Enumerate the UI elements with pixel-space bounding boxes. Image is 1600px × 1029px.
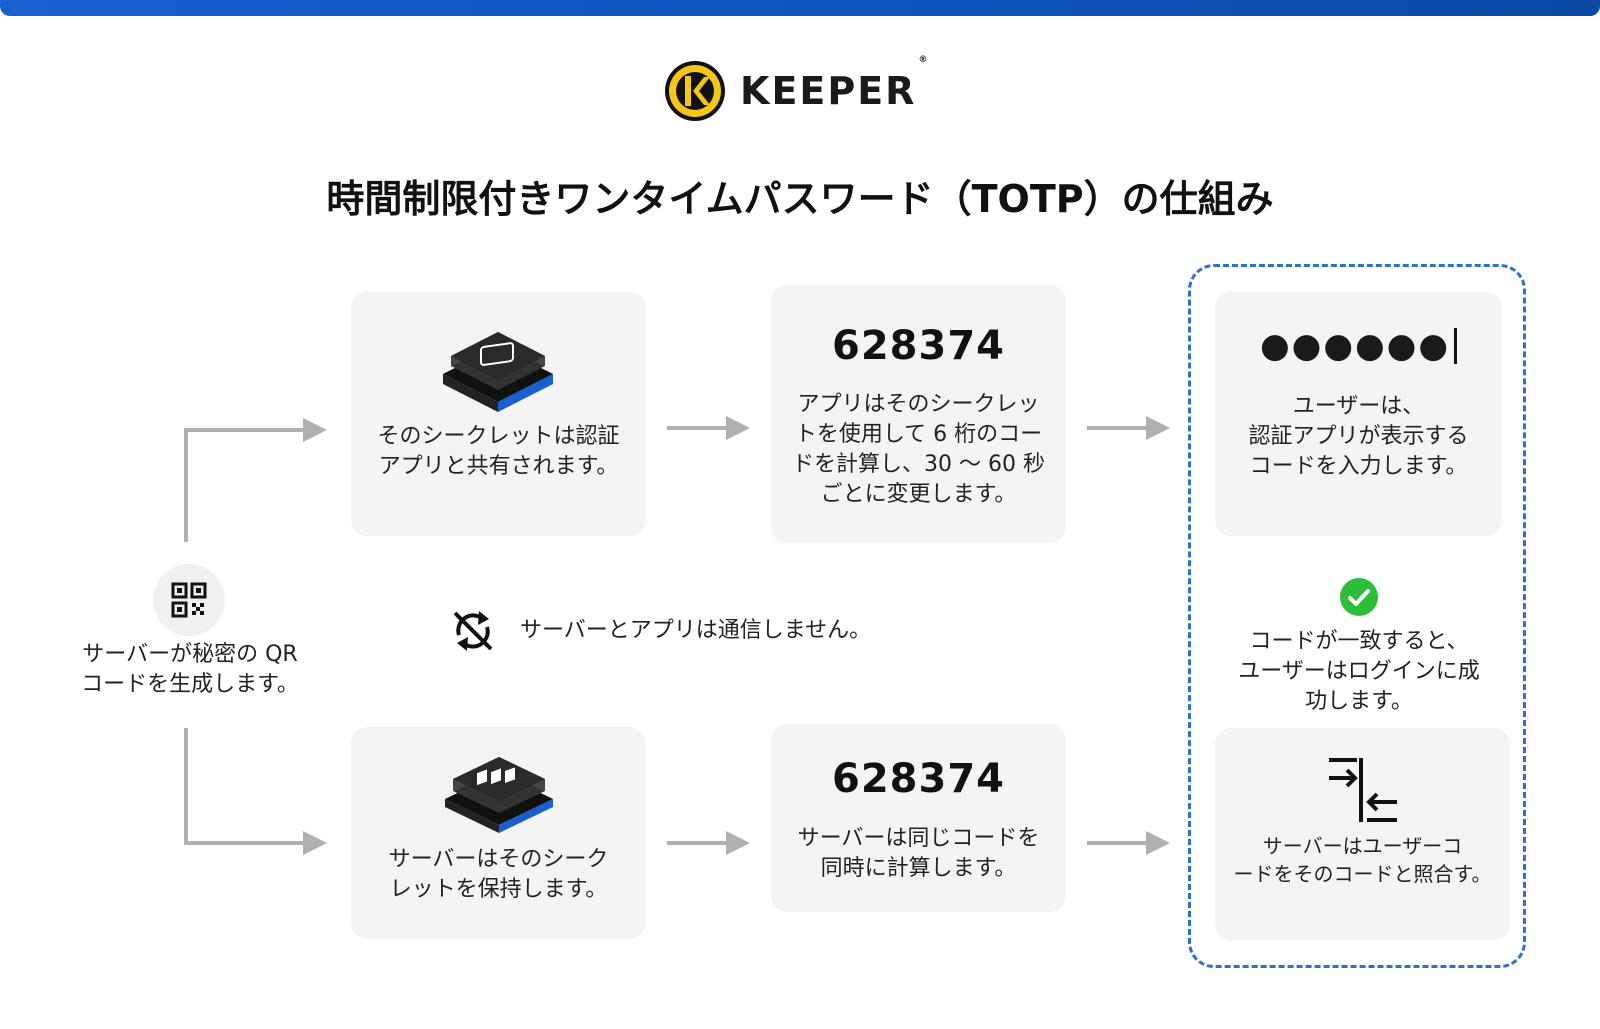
- no-comm-text: サーバーとアプリは通信しません。: [520, 618, 872, 643]
- server-code: 628374: [832, 756, 1005, 802]
- share-text: そのシークレットは認証 アプリと共有されます。: [377, 424, 620, 479]
- app-compute-text: アプリはそのシークレッ トを使用して 6 桁のコー ドを計算し、30 ～ 60 …: [792, 392, 1045, 507]
- user-enter-text: ユーザーは、 認証アプリが表示する コードを入力します。: [1248, 394, 1469, 479]
- card-user-enter: ●●●●●● ユーザーは、 認証アプリが表示する コードを入力します。: [1215, 292, 1502, 536]
- compare-arrows-icon: [1329, 758, 1397, 822]
- user-server-group: [1188, 264, 1526, 968]
- device-app-icon: [443, 332, 553, 412]
- server-compute-text: サーバーは同じコードを 同時に計算します。: [797, 826, 1040, 881]
- brand-name: KEEPER®: [740, 55, 930, 113]
- card-server-compute: 628374 サーバーは同じコードを 同時に計算します。: [771, 724, 1066, 912]
- server-hold-text: サーバーはそのシーク レットを保持します。: [388, 847, 609, 902]
- server-compare-text: サーバーはユーザーコ ードをそのコードと照合す。: [1233, 834, 1492, 886]
- sync-disabled-icon: [453, 611, 493, 651]
- server-qr-label: サーバーが秘密の QR コードを生成します。: [81, 642, 299, 697]
- check-circle-icon: [1340, 578, 1378, 616]
- card-app-compute: 628374 アプリはそのシークレッ トを使用して 6 桁のコー ドを計算し、3…: [771, 285, 1066, 543]
- card-server-hold: サーバーはそのシーク レットを保持します。: [351, 727, 646, 939]
- keeper-mark-icon: [665, 61, 725, 121]
- qr-code-icon: [171, 582, 207, 618]
- top-accent-bar: [0, 0, 1600, 16]
- text-caret: [1454, 327, 1457, 364]
- qr-icon-circle: [153, 564, 225, 636]
- app-code: 628374: [832, 323, 1005, 369]
- page-title: 時間制限付きワンタイムパスワード（TOTP）の仕組み: [326, 177, 1274, 221]
- keeper-logo: KEEPER®: [664, 55, 930, 122]
- card-server-compare: サーバーはユーザーコ ードをそのコードと照合す。: [1215, 728, 1510, 940]
- card-secret-shared: そのシークレットは認証 アプリと共有されます。: [351, 292, 646, 536]
- device-server-icon: [445, 757, 553, 833]
- success-text: コードが一致すると、 ユーザーはログインに成 功します。: [1238, 629, 1480, 714]
- password-dots: ●●●●●●: [1215, 326, 1502, 366]
